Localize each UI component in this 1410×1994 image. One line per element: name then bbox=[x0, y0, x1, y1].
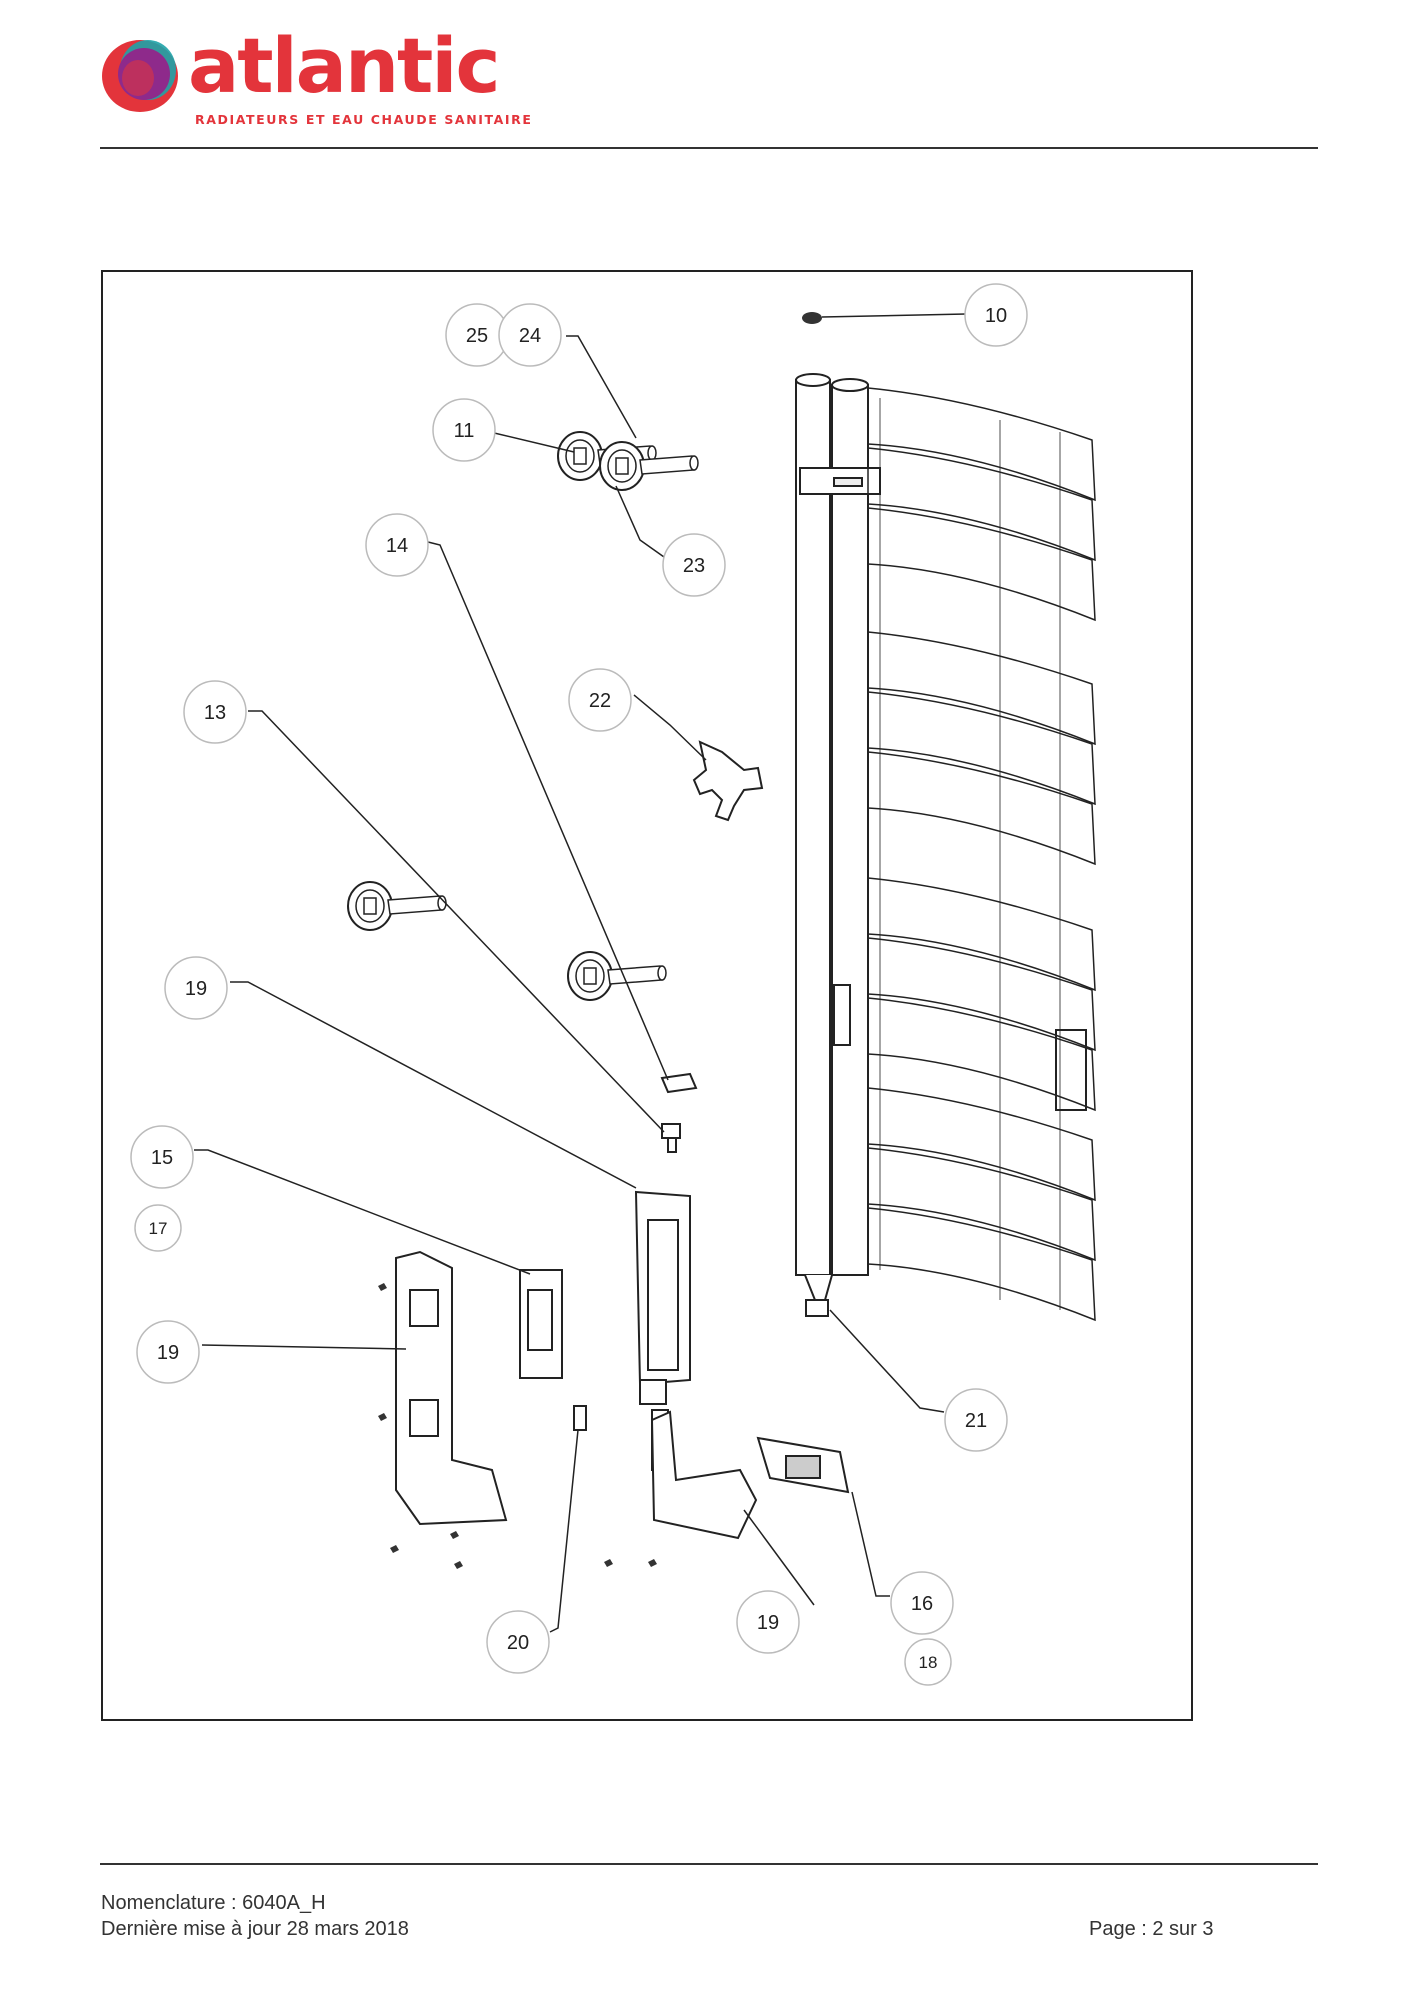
footer-divider bbox=[100, 1863, 1318, 1865]
callout-23: 23 bbox=[662, 533, 726, 597]
switch-parts bbox=[660, 1072, 698, 1153]
callout-15: 15 bbox=[130, 1125, 194, 1189]
callout-21: 21 bbox=[944, 1388, 1008, 1452]
svg-text:15: 15 bbox=[151, 1147, 173, 1169]
svg-text:13: 13 bbox=[204, 702, 226, 724]
callout-10: 10 bbox=[964, 283, 1028, 347]
end-cap-part bbox=[802, 312, 822, 324]
svg-text:21: 21 bbox=[965, 1410, 987, 1432]
brand-tagline: RADIATEURS ET EAU CHAUDE SANITAIRE bbox=[195, 112, 533, 127]
last-update-label: Dernière mise à jour 28 mars 2018 bbox=[101, 1918, 409, 1940]
brand-name: atlantic bbox=[188, 21, 500, 110]
callout-19: 19 bbox=[164, 956, 228, 1020]
svg-text:23: 23 bbox=[683, 555, 705, 577]
callout-16: 16 bbox=[890, 1571, 954, 1635]
connector-part bbox=[573, 1405, 587, 1431]
svg-text:19: 19 bbox=[757, 1612, 779, 1634]
svg-text:14: 14 bbox=[386, 535, 408, 557]
radiator-blades bbox=[867, 387, 1096, 1322]
svg-text:11: 11 bbox=[454, 420, 475, 442]
bottom-bracket-part bbox=[650, 1410, 758, 1540]
svg-text:19: 19 bbox=[157, 1342, 179, 1364]
callout-19-left: 19 bbox=[136, 1320, 200, 1384]
diagram-frame bbox=[101, 270, 1193, 1721]
control-panel-part bbox=[756, 1436, 850, 1494]
svg-text:19: 19 bbox=[185, 978, 207, 1000]
svg-text:10: 10 bbox=[985, 305, 1007, 327]
svg-text:16: 16 bbox=[911, 1593, 933, 1615]
circuit-board-part bbox=[519, 1269, 563, 1379]
header-divider bbox=[100, 147, 1318, 149]
nomenclature-label: Nomenclature : 6040A_H bbox=[101, 1892, 326, 1914]
callout-20: 20 bbox=[486, 1610, 550, 1674]
callout-24: 24 bbox=[498, 303, 562, 367]
callout-13: 13 bbox=[183, 680, 247, 744]
brand-logo: atlantic RADIATEURS ET EAU CHAUDE SANITA… bbox=[100, 21, 531, 130]
svg-text:20: 20 bbox=[507, 1632, 529, 1654]
callout-17: 17 bbox=[134, 1204, 182, 1252]
front-cover-part bbox=[395, 1250, 508, 1526]
callout-19-bottom: 19 bbox=[736, 1590, 800, 1654]
logo-mark-icon bbox=[102, 40, 178, 112]
svg-text:18: 18 bbox=[919, 1653, 938, 1672]
key-part bbox=[692, 740, 764, 822]
svg-text:22: 22 bbox=[589, 690, 611, 712]
callout-22: 22 bbox=[568, 668, 632, 732]
callout-18: 18 bbox=[904, 1638, 952, 1686]
callout-14: 14 bbox=[365, 513, 429, 577]
svg-text:17: 17 bbox=[149, 1219, 168, 1238]
svg-text:25: 25 bbox=[466, 325, 488, 347]
page-number: Page : 2 sur 3 bbox=[1089, 1918, 1214, 1940]
svg-text:24: 24 bbox=[519, 325, 541, 347]
leader-lines bbox=[194, 313, 967, 1633]
callout-11: 11 bbox=[432, 398, 496, 462]
